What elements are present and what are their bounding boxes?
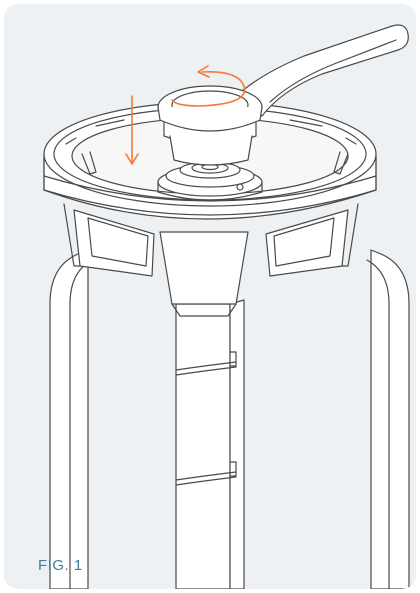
spear-valve bbox=[157, 161, 263, 201]
curved-arrow-icon bbox=[171, 65, 246, 107]
keg-coupler-illustration bbox=[43, 24, 410, 589]
keg-body bbox=[49, 249, 410, 589]
figure-label: FIG. 1 bbox=[38, 557, 83, 574]
figure-panel: FIG. 1 bbox=[4, 4, 416, 589]
down-arrow-icon bbox=[125, 95, 139, 165]
spear-tube bbox=[175, 299, 245, 589]
